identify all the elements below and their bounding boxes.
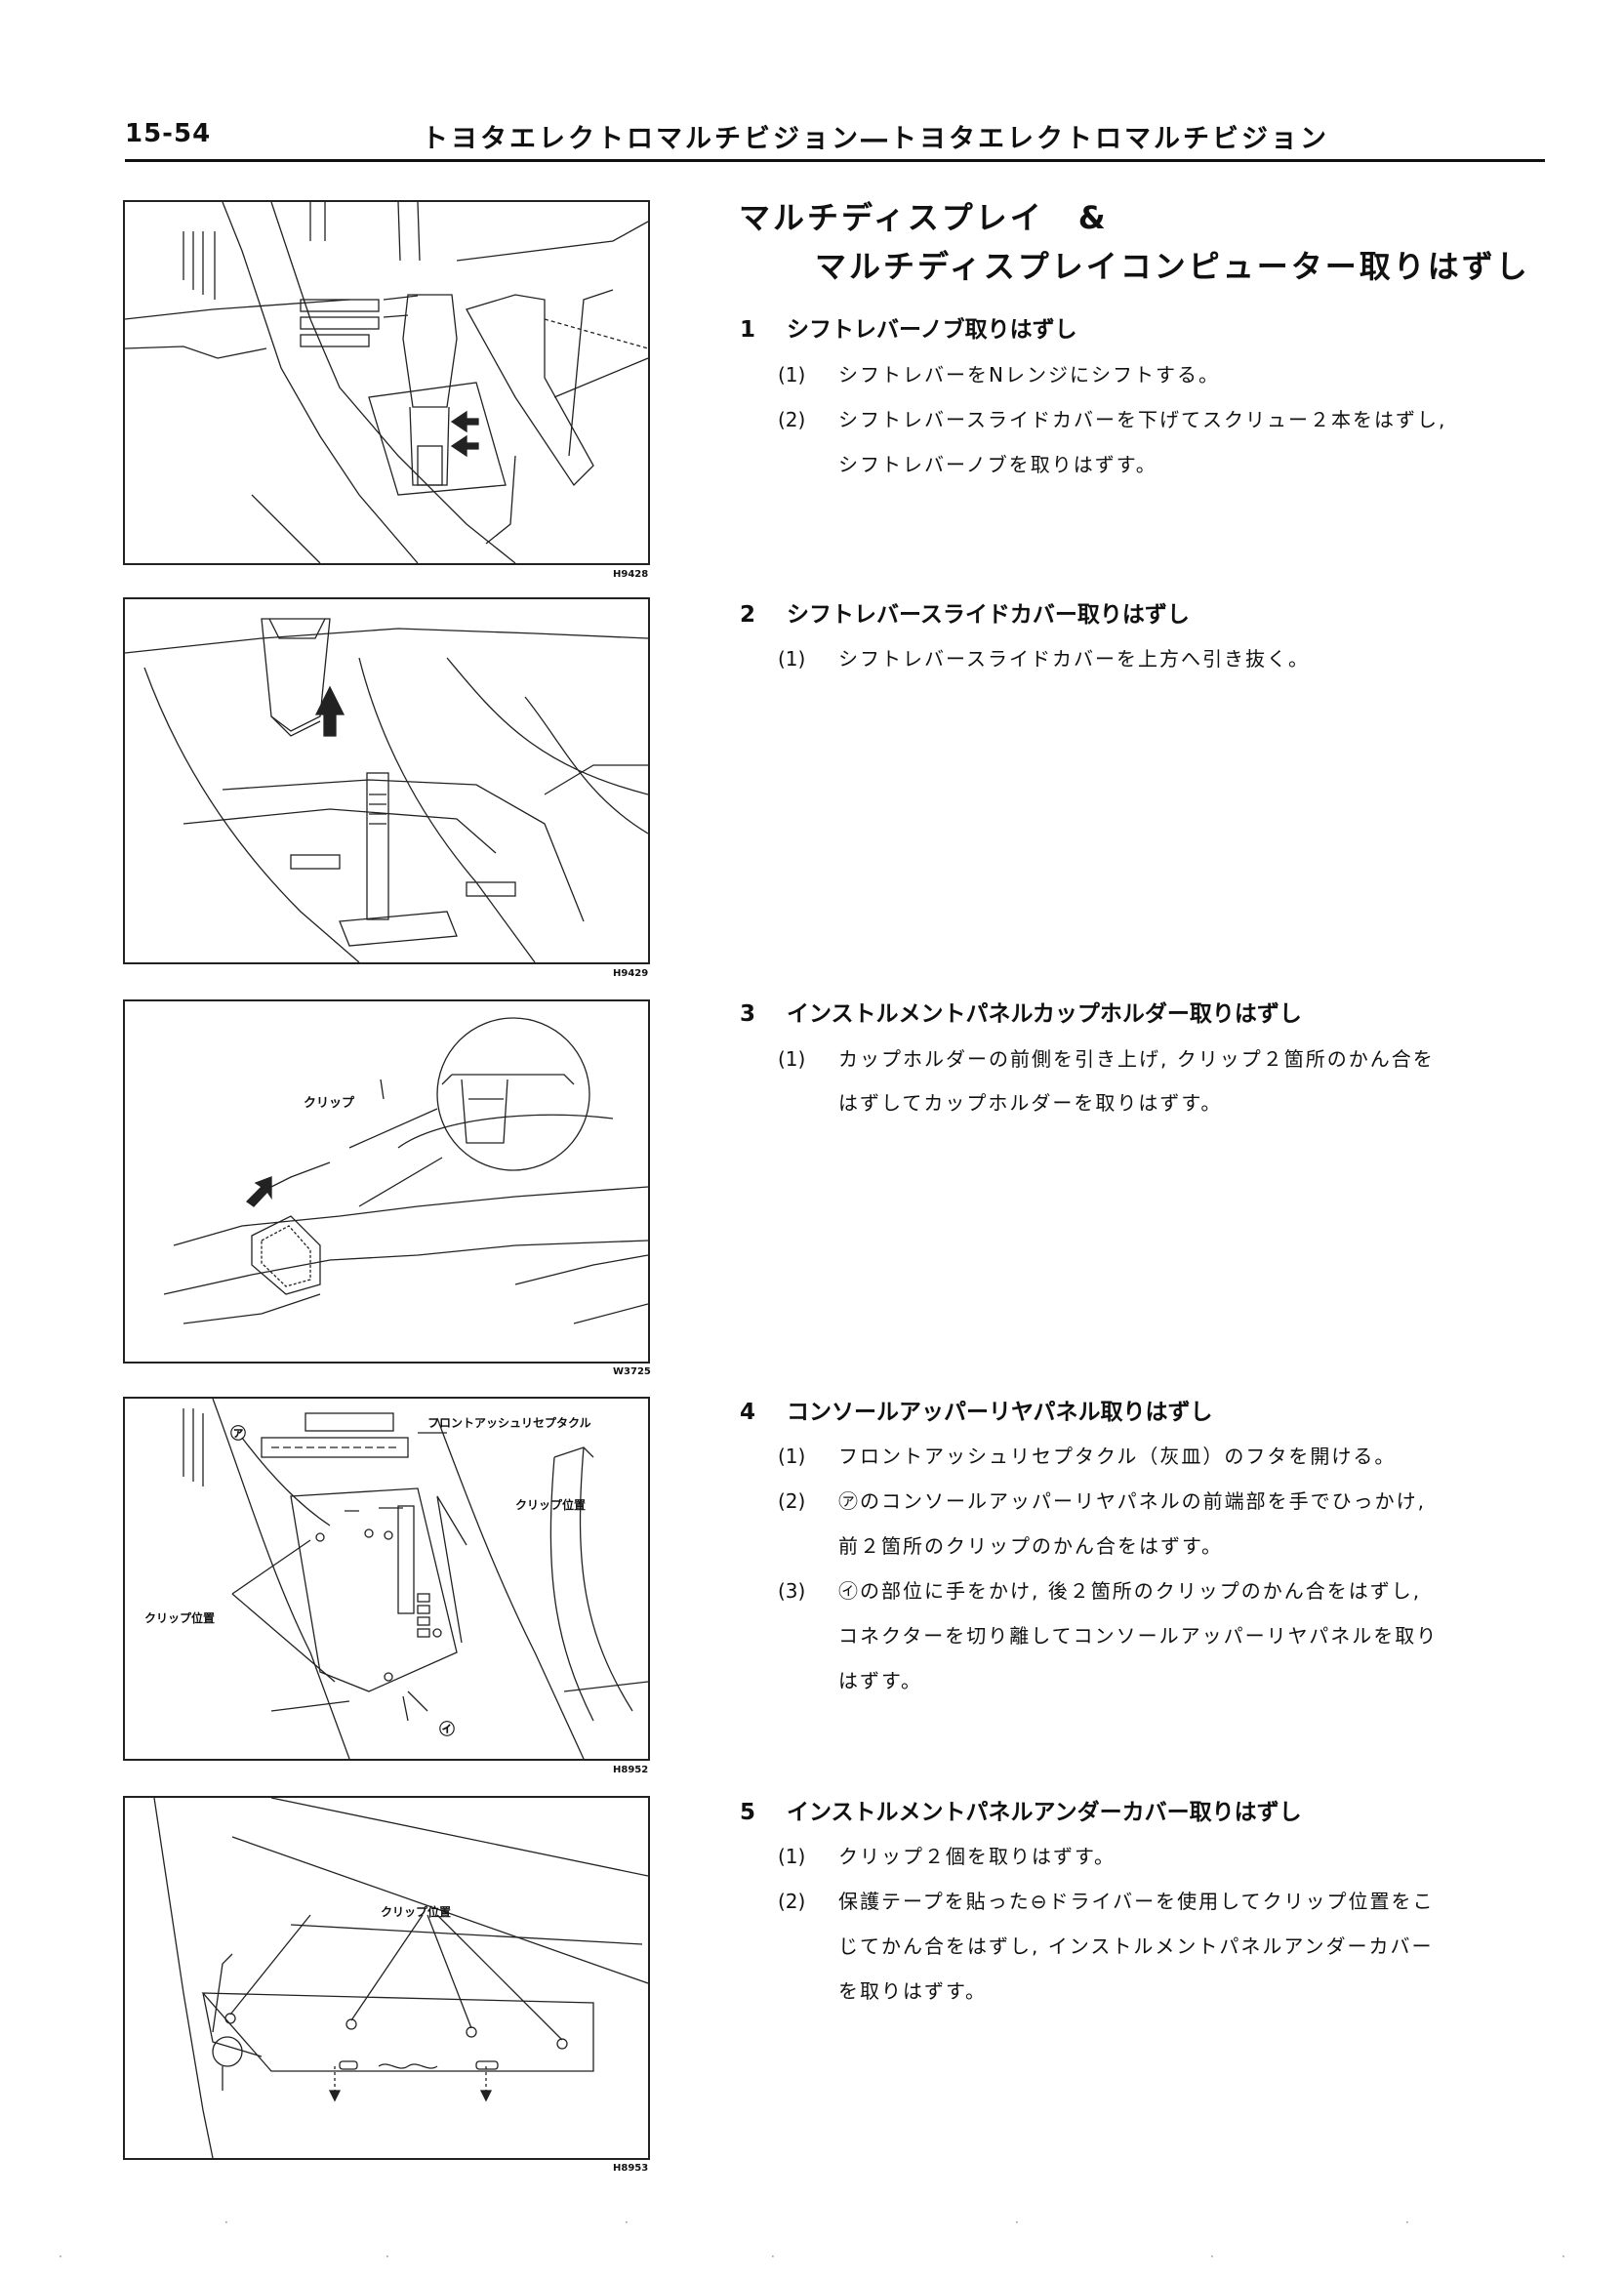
shift-knob-illustration [125, 202, 648, 563]
step-title: シフトレバーノブ取りはずし [787, 317, 1077, 343]
slide-cover-illustration [125, 618, 648, 962]
ash-receptacle-label: フロントアッシュリセプタクル [427, 1416, 591, 1430]
step-4-sub-3-cont-2: はずす。 [838, 1669, 922, 1692]
step-3-sub-1: (1)カップホルダーの前側を引き上げ, クリップ２箇所のかん合を [778, 1047, 1435, 1071]
step-number: 4 [740, 1400, 756, 1425]
step-number: 1 [740, 317, 756, 343]
clip-position-label-left: クリップ位置 [144, 1611, 216, 1625]
clip-position-label-right: クリップ位置 [515, 1498, 587, 1512]
step-5-sub-1: (1)クリップ２個を取りはずす。 [778, 1845, 1116, 1868]
figure-code-4: H8952 [613, 1765, 649, 1775]
figure-shift-knob [123, 200, 650, 565]
figure-code-3: W3725 [613, 1366, 651, 1377]
step-5-sub-2: (2)保護テープを貼った⊖ドライバーを使用してクリップ位置をこ [778, 1890, 1435, 1913]
clip-position-label: クリップ位置 [381, 1905, 452, 1919]
running-header-title: トヨタエレクトロマルチビジョン―トヨタエレクトロマルチビジョン [422, 124, 1329, 154]
step-number: 3 [740, 1001, 756, 1027]
figure-code-2: H9429 [613, 968, 649, 979]
step-2-sub-1: (1)シフトレバースライドカバーを上方へ引き抜く。 [778, 647, 1310, 671]
step-number: 2 [740, 602, 756, 628]
step-1-sub-1: (1)シフトレバーをNレンジにシフトする。 [778, 363, 1220, 387]
step-title: インストルメントパネルアンダーカバー取りはずし [787, 1800, 1302, 1825]
step-1-sub-2-cont: シフトレバーノブを取りはずす。 [838, 453, 1157, 476]
page-number: 15-54 [125, 119, 212, 148]
step-4-sub-1: (1)フロントアッシュリセプタクル（灰皿）のフタを開ける。 [778, 1445, 1397, 1468]
figure-under-cover: クリップ位置 [123, 1796, 650, 2160]
step-4-sub-3: (3)㋑の部位に手をかけ, 後２箇所のクリップのかん合をはずし, [778, 1579, 1422, 1603]
step-4-sub-2-cont: 前２箇所のクリップのかん合をはずす。 [838, 1534, 1223, 1558]
console-panel-illustration [183, 1399, 648, 1759]
figure-code-1: H9428 [613, 569, 649, 580]
header-divider [125, 159, 1545, 162]
step-4-heading: 4 コンソールアッパーリヤパネル取りはずし [740, 1393, 1213, 1426]
step-5-sub-2-cont-2: を取りはずす。 [838, 1979, 987, 2003]
step-3-heading: 3 インストルメントパネルカップホルダー取りはずし [740, 995, 1302, 1028]
clip-label: クリップ [304, 1096, 355, 1111]
step-title: インストルメントパネルカップホルダー取りはずし [787, 1001, 1302, 1027]
under-cover-illustration [153, 1798, 648, 2158]
step-1-heading: 1 シフトレバーノブ取りはずし [740, 310, 1077, 344]
cup-holder-illustration [163, 1017, 648, 1324]
step-3-sub-1-cont: はずしてカップホルダーを取りはずす。 [838, 1091, 1223, 1115]
step-title: コンソールアッパーリヤパネル取りはずし [787, 1400, 1213, 1425]
step-2-heading: 2 シフトレバースライドカバー取りはずし [740, 595, 1190, 629]
step-4-sub-2: (2)㋐のコンソールアッパーリヤパネルの前端部を手でひっかけ, [778, 1489, 1426, 1513]
step-5-sub-2-cont-1: じてかん合をはずし, インストルメントパネルアンダーカバー [838, 1934, 1434, 1958]
figure-cup-holder: クリップ [123, 999, 650, 1364]
step-1-sub-2: (2)シフトレバースライドカバーを下げてスクリュー２本をはずし, [778, 408, 1447, 431]
figure-code-5: H8953 [613, 2163, 649, 2174]
main-title-line2: マルチディスプレイコンピューター取りはずし [815, 248, 1530, 285]
main-title-line1: マルチディスプレイ & [739, 199, 1109, 236]
step-4-sub-3-cont-1: コネクターを切り離してコンソールアッパーリヤパネルを取り [838, 1624, 1439, 1648]
figure-console-panel: ㋐ フロントアッシュリセプタクル クリップ位置 クリップ位置 ㋑ [123, 1397, 650, 1761]
step-title: シフトレバースライドカバー取りはずし [787, 602, 1190, 628]
step-5-heading: 5 インストルメントパネルアンダーカバー取りはずし [740, 1793, 1302, 1826]
marker-a-label: ㋐ [230, 1424, 247, 1443]
figure-slide-cover [123, 597, 650, 964]
marker-i-label: ㋑ [439, 1720, 456, 1738]
step-number: 5 [740, 1800, 756, 1825]
